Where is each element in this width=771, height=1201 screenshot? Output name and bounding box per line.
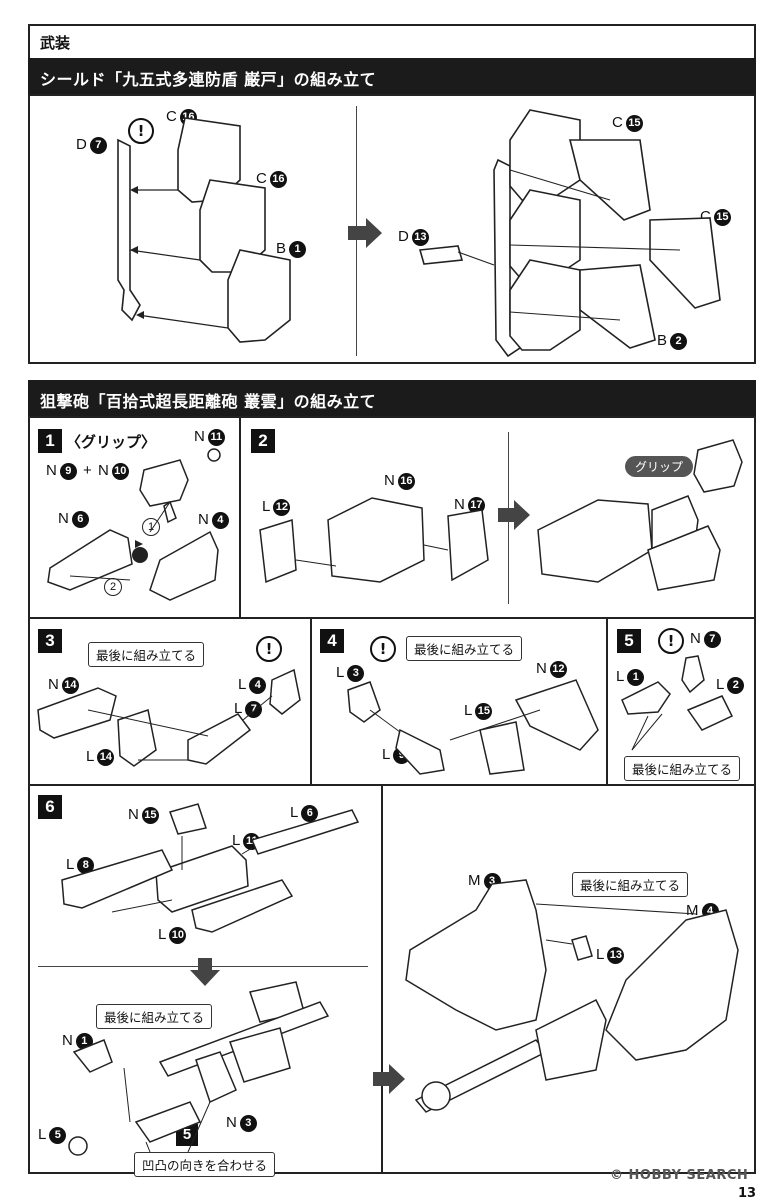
step3-drawing — [37, 668, 301, 767]
step2-result-drawing — [537, 439, 743, 591]
step-number: 3 — [38, 629, 62, 653]
step4-drawing — [347, 679, 599, 775]
page-number: 13 — [738, 1186, 757, 1201]
step2-drawing — [259, 497, 489, 584]
caution-icon: ! — [658, 628, 684, 654]
note-assemble-last: 最後に組み立てる — [96, 1004, 213, 1029]
divider — [30, 617, 754, 619]
shield-header: シールド「九五式多連防盾 巌戸」の組み立て — [28, 58, 756, 94]
note-align: 凹凸の向きを合わせる — [134, 1152, 276, 1177]
caution-icon: ! — [256, 636, 282, 662]
shield-title: シールド「九五式多連防盾 巌戸」の組み立て — [40, 70, 377, 89]
step-arrow-icon — [348, 218, 382, 248]
caution-icon: ! — [370, 636, 396, 662]
note-assemble-last: 最後に組み立てる — [88, 642, 205, 667]
divider — [381, 786, 383, 1174]
step-arrow-icon — [373, 1064, 405, 1094]
shield-right-drawing — [418, 109, 721, 358]
step-number: 5 — [617, 629, 641, 653]
divider — [606, 619, 608, 785]
note-assemble-last: 最後に組み立てる — [406, 636, 523, 661]
sniper-header: 狙撃砲「百拾式超長距離砲 叢雲」の組み立て — [28, 380, 756, 416]
step-number: 6 — [38, 795, 62, 819]
divider — [30, 784, 754, 786]
note-assemble-last: 最後に組み立てる — [624, 756, 741, 781]
step-number: 4 — [320, 629, 344, 653]
step6-bottom-drawing — [68, 981, 330, 1156]
step6-final-drawing — [405, 879, 739, 1113]
divider — [239, 418, 241, 618]
divider — [310, 619, 312, 785]
shield-left-drawing — [117, 117, 291, 343]
step1-drawing — [47, 448, 221, 601]
section-header: 武装 — [28, 24, 756, 58]
grip-callout: グリップ — [625, 456, 694, 477]
down-arrow-icon — [190, 958, 220, 986]
sniper-title: 狙撃砲「百拾式超長距離砲 叢雲」の組み立て — [40, 392, 377, 411]
section-title: 武装 — [40, 34, 71, 52]
step-number: 2 — [251, 429, 275, 453]
note-assemble-last: 最後に組み立てる — [572, 872, 689, 897]
caution-icon: ! — [128, 118, 154, 144]
step5-drawing — [621, 655, 734, 751]
sub-order-badge: 1 — [142, 518, 160, 536]
step-arrow-icon — [498, 500, 530, 530]
watermark: © HOBBY SEARCH — [610, 1168, 749, 1183]
step6-top-drawing — [61, 803, 360, 933]
step-number: 1 — [38, 429, 62, 453]
step-title: 〈グリップ〉 — [66, 434, 157, 451]
